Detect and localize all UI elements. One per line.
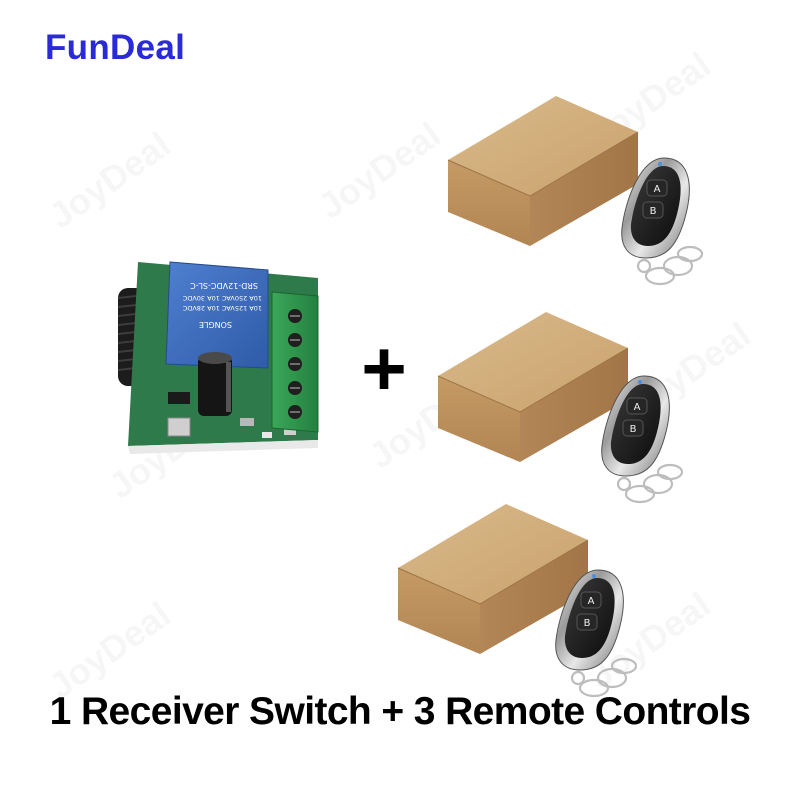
capacitor <box>198 352 232 416</box>
receiver-board: SRD-12VDC-SL-C 10A 250VAC 10A 30VDC 10A … <box>117 261 319 454</box>
relay-brand-label: SONGLE <box>199 320 232 329</box>
relay: SRD-12VDC-SL-C 10A 250VAC 10A 30VDC 10A … <box>165 261 269 369</box>
brand-logo: FunDeal <box>45 28 186 67</box>
remote-control: A B <box>600 374 684 504</box>
remote-control: A B <box>554 568 638 698</box>
terminal-block <box>271 291 319 433</box>
kit-set-3: A B <box>397 503 638 698</box>
relay-model-label: SRD-12VDC-SL-C <box>190 281 258 290</box>
relay-rating-1: 10A 250VAC 10A 30VDC <box>182 294 262 302</box>
product-caption: 1 Receiver Switch + 3 Remote Controls <box>49 690 751 733</box>
remote-button-a-label: A <box>588 596 595 607</box>
remote-button-b-label: B <box>584 618 591 629</box>
relay-rating-2: 10A 125VAC 10A 28VDC <box>182 304 262 312</box>
kraft-box <box>437 311 629 463</box>
remote-button-b-label: B <box>630 424 637 435</box>
push-button <box>167 417 191 437</box>
remote-button-a-label: A <box>634 402 641 413</box>
kit-set-1: A B <box>447 95 704 286</box>
plus-symbol: + <box>361 324 407 412</box>
watermark: JoyDeal <box>41 124 178 237</box>
remote-control: A B <box>620 156 704 286</box>
remote-button-b-label: B <box>650 206 657 217</box>
kit-set-2: A B <box>437 311 684 504</box>
remote-button-a-label: A <box>654 184 661 195</box>
watermark: JoyDeal <box>311 114 448 227</box>
chip <box>168 392 190 404</box>
